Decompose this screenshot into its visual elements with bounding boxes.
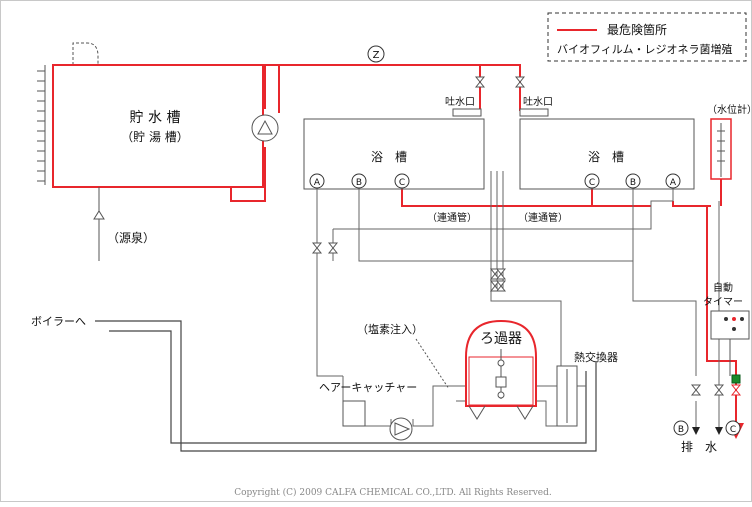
- port-c-left: C: [399, 178, 405, 188]
- circulation-pump-top: [251, 114, 279, 142]
- hair-catcher-label: ヘアーキャッチャー: [319, 381, 417, 394]
- copyright: Copyright (C) 2009 CALFA CHEMICAL CO.,LT…: [234, 487, 552, 498]
- source-valve-icon: [93, 210, 105, 220]
- bath-left: 浴 槽: [303, 118, 485, 190]
- connecting-pipe-left-label: （連通管）: [427, 211, 477, 224]
- bath-right-label: 浴 槽: [588, 150, 624, 164]
- heat-exchanger-label: 熱交換器: [574, 350, 618, 364]
- water-marker: C: [730, 425, 736, 435]
- bath-right: 浴 槽: [519, 118, 695, 190]
- bath-left-ports: A B C: [309, 173, 410, 189]
- level-gauge: （水位計）: [707, 103, 752, 180]
- supply-valves: [474, 76, 526, 88]
- storage-tank-subtitle: （貯 湯 槽）: [121, 130, 189, 144]
- drain-marker: B: [678, 425, 684, 435]
- ladder-icon: [37, 65, 46, 185]
- valve-icon: [514, 76, 526, 88]
- return-valves: [311, 242, 742, 396]
- outlet-right-label: 吐水口: [523, 96, 553, 108]
- heat-exchanger: 熱交換器: [556, 350, 618, 427]
- valve-icon: [474, 76, 486, 88]
- outlet-left-label: 吐水口: [445, 96, 475, 108]
- red-supply-pipes: [230, 64, 744, 439]
- timer-label-line1: 自動: [713, 281, 733, 294]
- solenoid-valve-icon: [731, 374, 741, 384]
- drain-label: 排: [681, 440, 693, 454]
- zone-marker: Z: [367, 45, 385, 63]
- filter-label: ろ過器: [480, 331, 522, 347]
- storage-tank-title: 貯 水 槽: [130, 110, 181, 126]
- legend-biofilm-label: バイオフィルム・レジオネラ菌増殖: [557, 43, 733, 56]
- legend-danger-label: 最危険箇所: [607, 23, 667, 37]
- valve-icon: [327, 242, 339, 254]
- valve-icon: [730, 384, 742, 396]
- port-a-left: A: [314, 178, 321, 188]
- water-label: 水: [705, 440, 717, 454]
- return-pipes: [95, 171, 723, 452]
- hatch-icon: [72, 42, 99, 65]
- port-a-right: A: [670, 178, 677, 188]
- legend: 最危険箇所 バイオフィルム・レジオネラ菌増殖: [547, 12, 747, 62]
- bath-left-label: 浴 槽: [371, 150, 407, 164]
- bath-right-ports: C B A: [584, 173, 681, 189]
- hair-catcher: ヘアーキャッチャー: [319, 381, 417, 427]
- source-label: （源泉）: [107, 231, 155, 245]
- port-b-left: B: [356, 178, 362, 188]
- valve-icon: [489, 280, 501, 292]
- valve-icon: [495, 268, 507, 280]
- valve-icon: [713, 384, 725, 396]
- outlets: 吐水口 吐水口: [445, 96, 553, 117]
- storage-tank-body: [52, 64, 264, 188]
- zone-marker-label: Z: [373, 50, 380, 61]
- circulation-pump-bottom: [389, 417, 413, 441]
- valve-icon: [495, 280, 507, 292]
- boiler-label: ボイラーへ: [31, 315, 86, 328]
- valve-icon: [690, 384, 702, 396]
- source-inlet: （源泉）: [93, 187, 155, 261]
- storage-tank: 貯 水 槽 （貯 湯 槽）: [37, 42, 264, 188]
- timer-label-line2: タイマー: [703, 296, 743, 308]
- filter: ろ過器: [465, 319, 537, 420]
- drain-outputs: B 排 C 水: [673, 420, 741, 454]
- chlorine-label: （塩素注入）: [357, 322, 423, 336]
- valve-icon: [489, 268, 501, 280]
- auto-timer: 自動 タイマー: [703, 281, 750, 384]
- valve-icon: [311, 242, 323, 254]
- chlorine-injection: （塩素注入）: [357, 322, 450, 390]
- level-gauge-label: （水位計）: [707, 103, 752, 116]
- port-b-right: B: [630, 178, 636, 188]
- pump-icon: [394, 422, 411, 436]
- connecting-pipe-right-label: （連通管）: [518, 211, 568, 224]
- pump-icon: [257, 119, 273, 135]
- port-c-right: C: [589, 178, 595, 188]
